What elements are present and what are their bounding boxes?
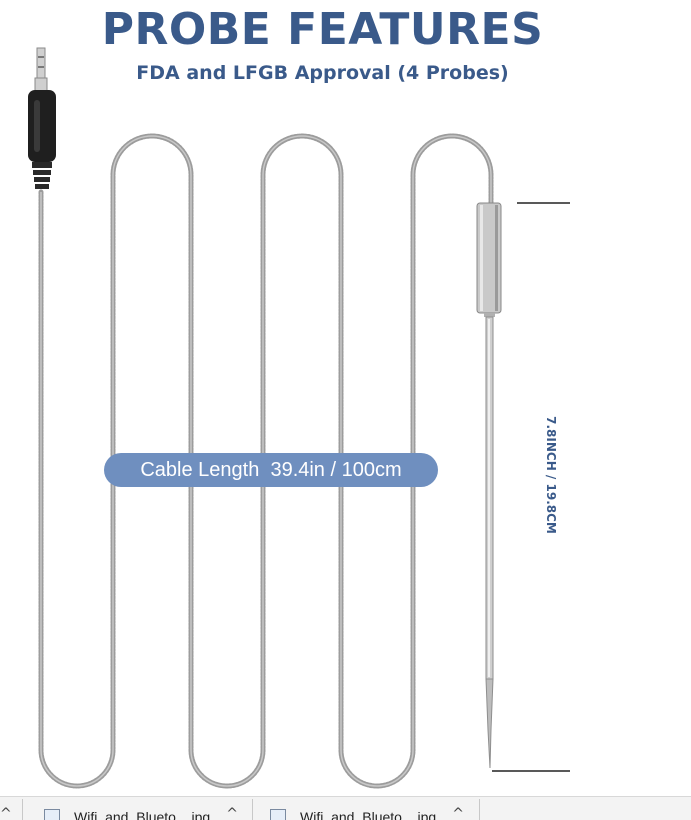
probe-handle xyxy=(476,202,502,317)
divider xyxy=(22,799,23,820)
image-file-icon xyxy=(270,809,286,820)
probe-rod xyxy=(485,316,494,769)
chevron-up-icon[interactable]: ^ xyxy=(452,806,464,820)
image-file-icon xyxy=(44,809,60,820)
divider xyxy=(252,799,253,820)
cable-length-badge: Cable Length 39.4in / 100cm xyxy=(104,453,438,487)
chevron-up-icon[interactable]: ^ xyxy=(0,806,12,820)
chevron-up-icon[interactable]: ^ xyxy=(226,806,238,820)
download-filename: Wifi_and_Blueto....jpg xyxy=(74,809,211,820)
download-item[interactable]: Wifi_and_Blueto....jpg ^ xyxy=(44,797,238,820)
page-title: PROBE FEATURES xyxy=(101,4,544,55)
divider xyxy=(479,799,480,820)
jack-plug xyxy=(28,47,56,189)
download-bar: ^ Wifi_and_Blueto....jpg ^ Wifi_and_Blue… xyxy=(0,796,691,820)
download-item[interactable]: Wifi_and_Blueto....jpg ^ xyxy=(270,797,464,820)
probe-length-label: 7.8INCH / 19.8CM xyxy=(544,416,558,534)
download-filename: Wifi_and_Blueto....jpg xyxy=(300,809,437,820)
page-subtitle: FDA and LFGB Approval (4 Probes) xyxy=(136,62,509,84)
